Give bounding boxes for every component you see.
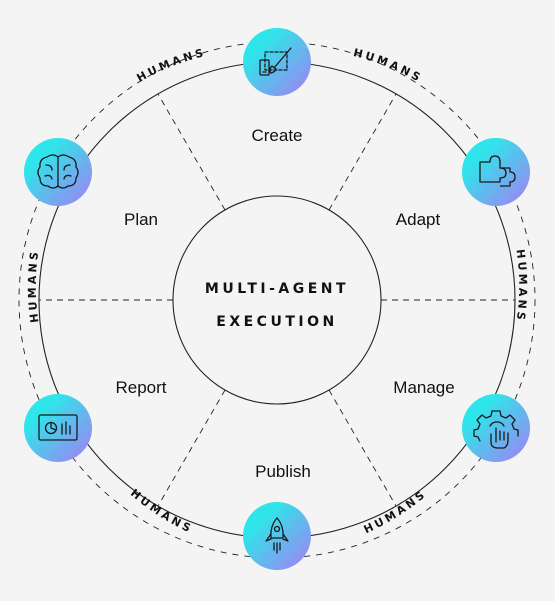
brain-icon [24, 138, 92, 206]
design-tools-icon [243, 28, 311, 96]
divider-manage-publish [328, 389, 397, 507]
center-circle [172, 195, 382, 405]
segment-label-plan: Plan [124, 210, 158, 229]
center-title-line1: MULTI-AGENT [205, 281, 349, 297]
humans-label-right: HUMANS [514, 248, 530, 323]
segment-dividers [39, 93, 515, 507]
puzzle-icon [462, 138, 530, 206]
segment-label-manage: Manage [393, 378, 454, 397]
gear-touch-icon [462, 394, 530, 462]
rocket-icon [243, 502, 311, 570]
divider-create-adapt [328, 93, 397, 211]
segment-label-adapt: Adapt [396, 210, 441, 229]
humans-label-left: HUMANS [26, 248, 42, 323]
dashboard-icon [24, 394, 92, 462]
segment-label-create: Create [251, 126, 302, 145]
segment-label-report: Report [115, 378, 166, 397]
divider-create-plan [157, 93, 226, 211]
segment-label-publish: Publish [255, 462, 311, 481]
center-title-line2: EXECUTION [216, 314, 337, 330]
divider-publish-report [157, 389, 226, 507]
